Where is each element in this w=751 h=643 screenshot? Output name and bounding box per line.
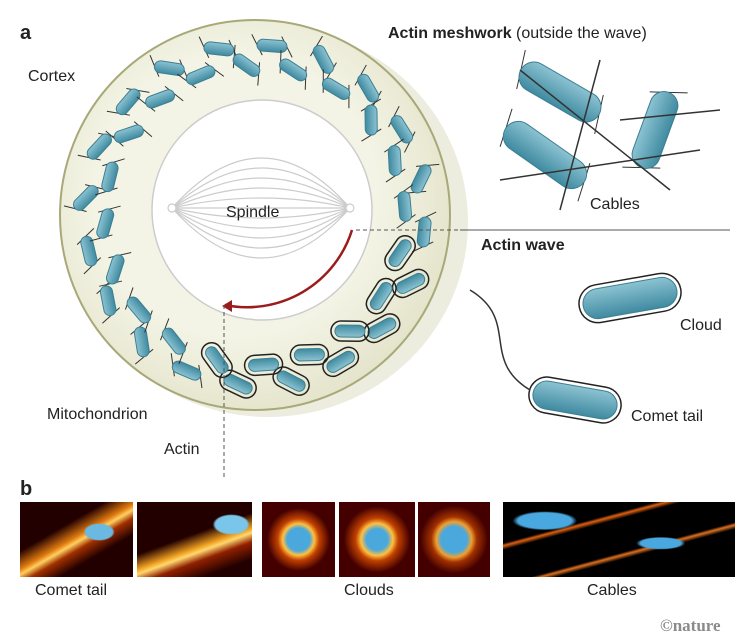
mitochondrion bbox=[105, 121, 153, 147]
mitochondrion bbox=[622, 91, 688, 169]
mitochondrion bbox=[130, 319, 154, 365]
cortex-label: Cortex bbox=[28, 68, 76, 85]
mitochondrion bbox=[96, 277, 121, 324]
spindle-label: Spindle bbox=[226, 204, 280, 221]
actin-cable bbox=[499, 149, 701, 181]
comet-tail-image-2 bbox=[137, 502, 252, 577]
arrow-head bbox=[222, 300, 232, 312]
mitochondrion bbox=[232, 44, 261, 86]
mitochondrion bbox=[365, 277, 397, 315]
enlarged-mitochondria bbox=[469, 49, 721, 424]
mitochondrion bbox=[279, 50, 308, 90]
cloud-label: Cloud bbox=[680, 317, 722, 334]
mitochondrion bbox=[411, 211, 437, 253]
mitochondrion bbox=[322, 346, 360, 378]
mitochondrion bbox=[99, 252, 132, 287]
spindle-fibers bbox=[167, 157, 355, 259]
mitochondrion bbox=[77, 132, 122, 161]
spindle-region bbox=[151, 99, 373, 321]
comet-tail-strand bbox=[469, 289, 531, 391]
mitochondrion bbox=[388, 105, 416, 153]
mitochondrion bbox=[289, 343, 330, 366]
mitochondrion bbox=[76, 228, 102, 275]
mitochondrion bbox=[124, 287, 153, 333]
mitochondrion bbox=[528, 376, 622, 424]
mitochondrion bbox=[243, 353, 284, 377]
mitochondrion bbox=[391, 268, 430, 299]
cloud-image-2 bbox=[339, 502, 415, 577]
mitochondrion bbox=[330, 320, 370, 342]
mitochondrion bbox=[360, 98, 382, 142]
mitochondrion-label: Mitochondrion bbox=[47, 406, 148, 423]
meshwork-title-bold: Actin meshwork bbox=[388, 25, 512, 42]
panel-a-label: a bbox=[20, 22, 32, 44]
comet-tail-image-1 bbox=[20, 502, 133, 577]
actin-label: Actin bbox=[164, 441, 200, 458]
actin-cable bbox=[559, 59, 601, 211]
mitochondrion bbox=[516, 49, 604, 135]
mitochondrion bbox=[89, 205, 121, 242]
comet-tail-label: Comet tail bbox=[631, 408, 704, 425]
cloud-image-1 bbox=[262, 502, 335, 577]
wave-front-arrow bbox=[224, 229, 354, 309]
mitochondrion bbox=[136, 85, 184, 112]
mitochondrion bbox=[160, 318, 188, 365]
mitochondrion bbox=[272, 366, 310, 396]
cables-label: Cables bbox=[590, 196, 640, 213]
cloud-image-3 bbox=[418, 502, 490, 577]
mitochondrion bbox=[251, 34, 293, 58]
mitochondrion bbox=[384, 138, 406, 183]
caption-comet-tail: Comet tail bbox=[35, 582, 108, 599]
mitochondrion bbox=[170, 353, 203, 389]
cables-image bbox=[503, 502, 735, 577]
actin-wave-title: Actin wave bbox=[481, 237, 565, 254]
actin-cable bbox=[619, 109, 721, 121]
mitochondrion bbox=[95, 158, 125, 196]
panel-b-label: b bbox=[20, 478, 33, 500]
mitochondria-group bbox=[63, 34, 440, 399]
caption-clouds: Clouds bbox=[344, 582, 394, 599]
mitochondrion bbox=[200, 342, 233, 379]
mitochondrion bbox=[177, 62, 225, 89]
mitochondrion bbox=[578, 272, 682, 324]
actin-cable bbox=[519, 69, 671, 191]
mitochondrion bbox=[384, 234, 416, 272]
mitochondrion bbox=[393, 184, 416, 229]
nature-logo: ©nature bbox=[660, 616, 721, 635]
mitochondrion bbox=[499, 108, 591, 202]
meshwork-title: Actin meshwork (outside the wave) bbox=[388, 25, 647, 43]
mitochondrion bbox=[402, 163, 440, 194]
mitochondrion bbox=[106, 88, 150, 116]
mitochondrion bbox=[321, 69, 351, 109]
meshwork-title-rest: (outside the wave) bbox=[511, 25, 647, 42]
caption-cables: Cables bbox=[587, 582, 637, 599]
